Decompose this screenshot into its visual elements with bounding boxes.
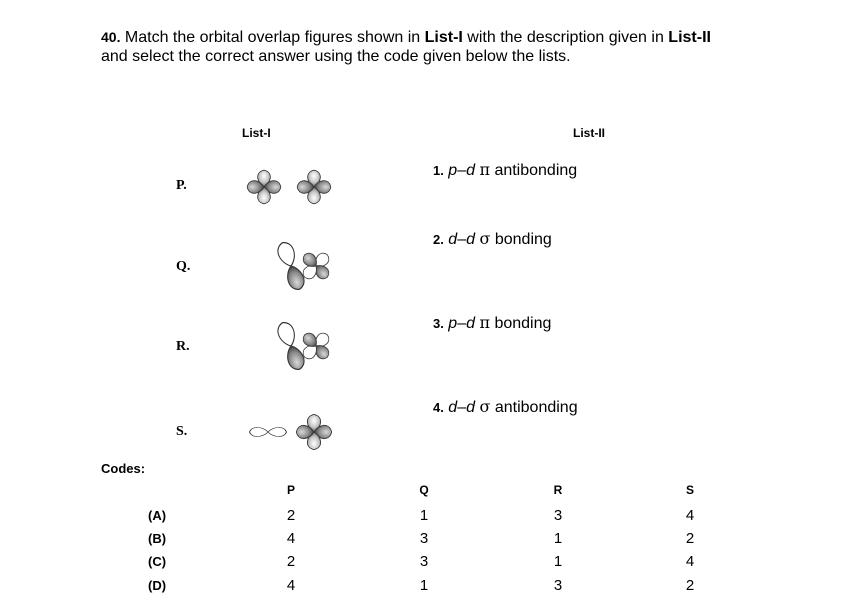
list-ii-item-1: 1. p–d π antibonding (433, 160, 578, 179)
orbital-a: p (448, 315, 458, 332)
table-cell: 3 (553, 507, 563, 524)
list-i-ref: List-I (424, 29, 463, 46)
table-cell: 2 (685, 577, 695, 594)
column-header-s: S (685, 483, 694, 497)
list-i-heading: List-I (242, 126, 271, 140)
orbital-b: d (466, 399, 476, 416)
table-cell: 4 (685, 507, 695, 524)
list-ii-item-2: 2. d–d σ bonding (433, 229, 552, 248)
question-text-part-1: Match the orbital overlap figures shown … (120, 29, 425, 46)
table-cell: 1 (553, 530, 563, 547)
column-header-p: P (286, 483, 295, 497)
column-header-r: R (553, 483, 563, 497)
bond-type: antibonding (494, 399, 578, 416)
option-label-a[interactable]: (A) (148, 508, 167, 523)
p-d-lobes-icon (274, 239, 333, 293)
bond-symbol: π (479, 160, 490, 179)
option-label-b[interactable]: (B) (148, 531, 167, 546)
p-d-lobes-icon (274, 319, 333, 373)
question-text: 40. Match the orbital overlap figures sh… (101, 28, 801, 66)
orbital-a: p (448, 162, 458, 179)
table-cell: 3 (553, 577, 563, 594)
list-ii-item-number: 3. (433, 316, 444, 331)
list-ii-heading: List-II (573, 126, 605, 140)
list-ii-item-number: 1. (433, 163, 444, 178)
column-header-q: Q (419, 483, 429, 497)
table-cell: 1 (553, 553, 563, 570)
codes-label: Codes: (101, 461, 146, 476)
row-label-p: P. (176, 178, 187, 193)
list-ii-ref: List-II (668, 29, 711, 46)
row-label-q: Q. (176, 259, 191, 274)
list-ii-item-number: 2. (433, 232, 444, 247)
option-label-c[interactable]: (C) (148, 554, 167, 569)
orbital-b: d (466, 231, 476, 248)
list-ii-item-3: 3. p–d π bonding (433, 313, 552, 332)
orbital-b: d (466, 315, 476, 332)
list-ii-item-number: 4. (433, 400, 444, 415)
question-text-part-2: with the description given in (462, 29, 669, 46)
table-cell: 4 (286, 530, 296, 547)
bond-symbol: π (479, 313, 490, 332)
table-cell: 2 (286, 507, 296, 524)
question-number: 40. (101, 29, 121, 45)
bond-symbol: σ (479, 397, 491, 416)
bond-type: bonding (494, 315, 552, 332)
d-d-lobes-side-by-side-icon (246, 169, 332, 205)
orbital-a: d (448, 399, 458, 416)
bond-symbol: σ (479, 229, 491, 248)
table-cell: 1 (419, 577, 429, 594)
orbital-a: d (448, 231, 458, 248)
table-cell: 4 (286, 577, 296, 594)
bond-type: antibonding (494, 162, 578, 179)
table-cell: 3 (419, 530, 429, 547)
table-cell: 2 (685, 530, 695, 547)
row-label-r: R. (176, 339, 190, 354)
table-cell: 2 (286, 553, 296, 570)
question-text-part-3: and select the correct answer using the … (101, 48, 571, 65)
bond-type: bonding (494, 231, 552, 248)
row-label-s: S. (176, 424, 188, 439)
orbital-b: d (466, 162, 476, 179)
table-cell: 3 (419, 553, 429, 570)
p-d-lobes-end-on-icon (249, 413, 333, 451)
table-cell: 4 (685, 553, 695, 570)
option-label-d[interactable]: (D) (148, 578, 167, 593)
table-cell: 1 (419, 507, 429, 524)
list-ii-item-4: 4. d–d σ antibonding (433, 397, 578, 416)
